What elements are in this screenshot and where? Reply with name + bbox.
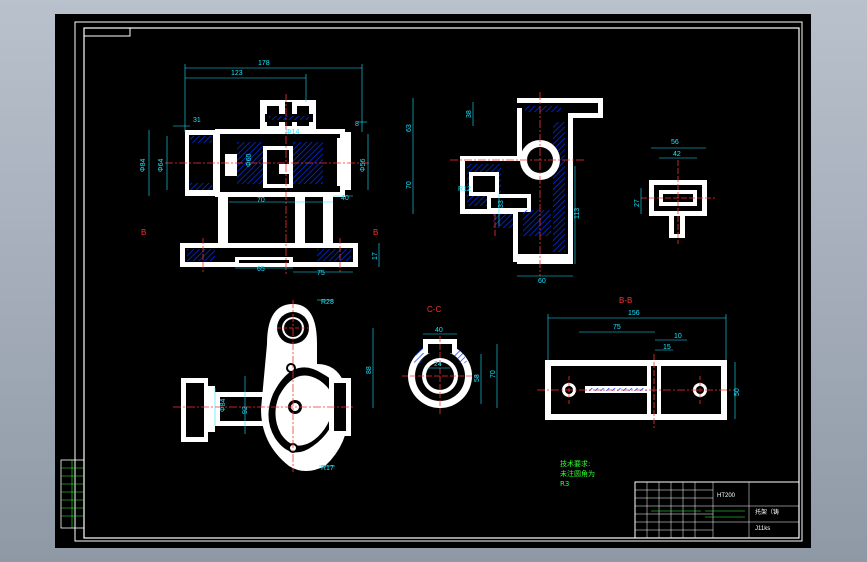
dim-40: 40 [341, 195, 349, 202]
dim-58: 58 [474, 374, 481, 382]
front-dim-text: 178 123 31 Φ84 Φ64 Φ60 Φ14 70 40 8 Φ56 6… [140, 60, 379, 277]
cad-viewport[interactable]: 178 123 31 Φ84 Φ64 Φ60 Φ14 70 40 8 Φ56 6… [55, 14, 811, 548]
dim-24: 24 [434, 361, 442, 368]
top-centerlines [173, 300, 355, 472]
dim-phi84: Φ84 [140, 159, 147, 172]
dim-42: 42 [673, 151, 681, 158]
dim-phi14: Φ14 [286, 129, 299, 136]
section-mark-b-right: B [373, 228, 378, 237]
title-material: HT200 [717, 493, 736, 499]
cc-dim-text: 40 24 58 70 [434, 327, 497, 382]
corner-code-box [83, 27, 131, 37]
drawing-canvas: 178 123 31 Φ84 Φ64 Φ60 Φ14 70 40 8 Φ56 6… [60, 21, 803, 542]
note-line-3: R3 [560, 480, 569, 488]
title-block: HT200 托架（铸 J11ks [634, 481, 800, 539]
dim-10: 10 [674, 333, 682, 340]
small-dim-text: 56 42 27 [634, 139, 681, 207]
dim-88: 88 [366, 366, 373, 374]
outer-border [74, 21, 803, 542]
dim-70: 70 [257, 197, 265, 204]
dim-r17: R17 [321, 465, 334, 472]
dim-31: 31 [193, 117, 201, 124]
title-code: J11ks [755, 526, 770, 532]
section-title-c-c: C-C [427, 305, 441, 314]
revision-strip [60, 459, 85, 529]
technical-requirements: 技术要求: 未注圆角为 R3 [560, 459, 595, 488]
dim-75-bb: 75 [613, 324, 621, 331]
dim-phi84-top: Φ84 [220, 399, 227, 412]
bb-centerlines [537, 354, 735, 428]
top-dim-text: R28 Φ84 92 88 R17 [220, 299, 373, 472]
dim-65: 65 [257, 266, 265, 273]
side-dim-lines [412, 98, 576, 277]
dim-r28: R28 [321, 299, 334, 306]
top-view [181, 304, 351, 471]
dim-17: 17 [372, 252, 379, 260]
cc-dim-lines [423, 333, 498, 408]
bb-dim-text: 156 75 10 15 50 [613, 310, 741, 396]
note-line-1: 技术要求: [560, 459, 590, 468]
dim-113: 113 [574, 208, 581, 219]
front-centerlines [165, 94, 370, 276]
side-centerlines [450, 92, 585, 276]
dim-60-side: 60 [538, 278, 546, 285]
dim-92: 92 [242, 406, 249, 414]
dim-56-small: 56 [671, 139, 679, 146]
top-dim-lines [214, 299, 374, 467]
dim-33: 33 [498, 200, 505, 208]
section-title-b-b: B-B [619, 296, 632, 305]
dim-75: 75 [317, 270, 325, 277]
side-dim-text: 38 63 70 R12 33 113 60 [406, 110, 581, 285]
dim-50: 50 [734, 388, 741, 396]
dim-27: 27 [634, 199, 641, 207]
dim-40-cc: 40 [435, 327, 443, 334]
dim-phi64: Φ64 [158, 159, 165, 172]
dim-phi60: Φ60 [246, 154, 253, 167]
section-mark-b-left: B [141, 228, 146, 237]
dim-178: 178 [258, 60, 270, 67]
note-line-2: 未注圆角为 [560, 469, 595, 478]
dim-38: 38 [466, 110, 473, 118]
front-dim-lines [148, 64, 380, 273]
bb-dim-lines [547, 314, 736, 419]
dim-8: 8 [355, 121, 359, 128]
dim-70-side: 70 [406, 181, 413, 189]
inner-border [83, 27, 800, 539]
dim-70-cc: 70 [490, 370, 497, 378]
front-view [180, 100, 358, 267]
dim-123: 123 [231, 70, 243, 77]
cc-centerlines [402, 336, 478, 416]
dim-63: 63 [406, 124, 413, 132]
dim-15: 15 [663, 344, 671, 351]
dim-phi56: Φ56 [360, 159, 367, 172]
small-dim-lines [640, 147, 706, 214]
small-centerlines [641, 160, 715, 244]
title-part-name: 托架（铸 [755, 508, 779, 516]
dim-156: 156 [628, 310, 640, 317]
side-view [460, 98, 603, 264]
dim-r12: R12 [458, 186, 471, 193]
